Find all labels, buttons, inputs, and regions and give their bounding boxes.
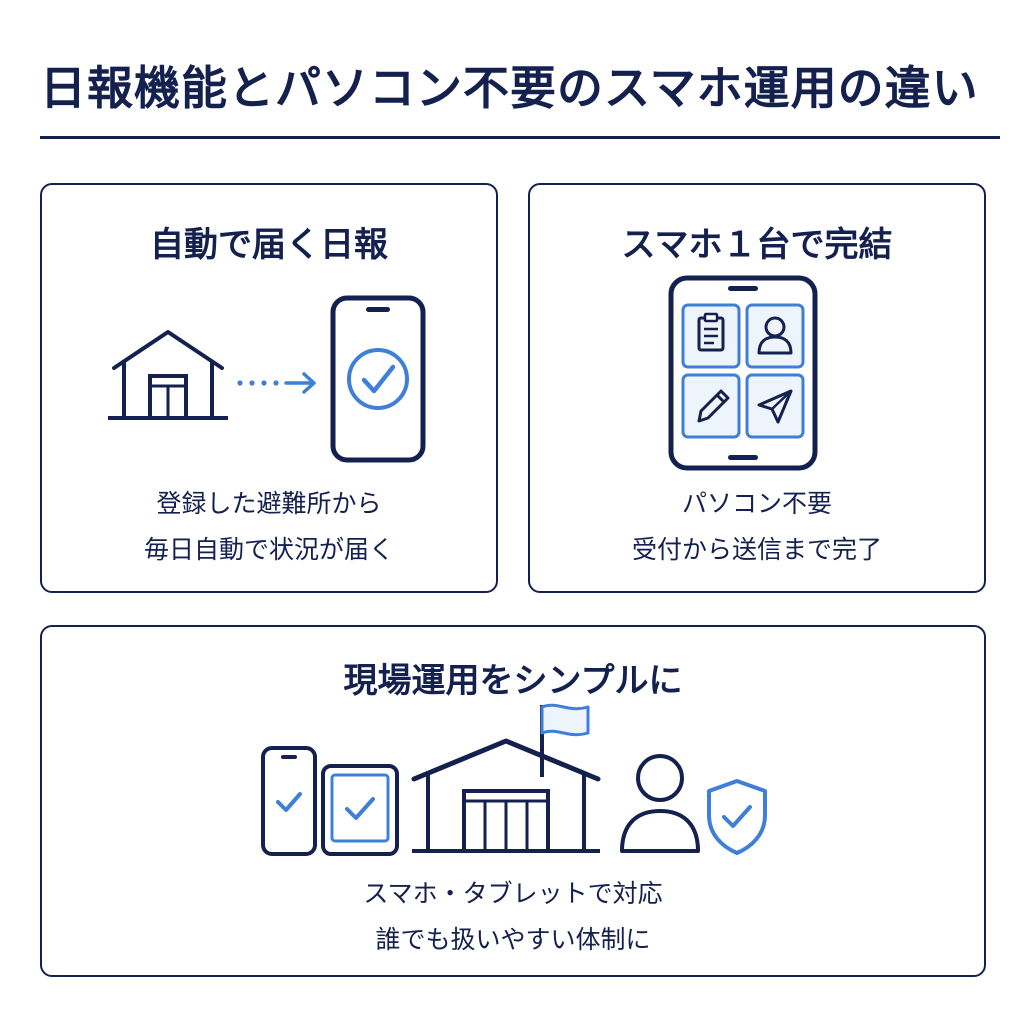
person-icon bbox=[757, 316, 793, 355]
shield-check-icon bbox=[707, 779, 767, 855]
description-line: 登録した避難所から bbox=[156, 489, 382, 518]
flag-icon bbox=[540, 703, 590, 737]
card-description: スマホ・タブレットで対応 誰でも扱いやすい体制に bbox=[42, 871, 984, 963]
card-title: 自動で届く日報 bbox=[150, 225, 388, 265]
description-line: パソコン不要 bbox=[681, 489, 832, 518]
card-description: 登録した避難所から 毎日自動で状況が届く bbox=[42, 481, 496, 573]
description-line: 毎日自動で状況が届く bbox=[143, 535, 394, 564]
arrow-right-icon bbox=[237, 372, 316, 394]
smartphone-only-card: スマホ１台で完結 パソコン不要 受付から送信まで完了 bbox=[528, 183, 986, 593]
simple-operation-card: 現場運用をシンプルに スマホ・タブレットで対応 誰でも扱いやすい体制に bbox=[40, 625, 986, 977]
card-title: スマホ１台で完結 bbox=[621, 225, 893, 265]
description-line: 受付から送信まで完了 bbox=[631, 535, 882, 564]
person-icon bbox=[620, 754, 700, 853]
daily-report-card: 自動で届く日報 登録した避難所から 毎日自動で状況が届く bbox=[40, 183, 498, 593]
shelter-building-icon bbox=[108, 330, 228, 420]
card-title: 現場運用をシンプルに bbox=[343, 661, 683, 701]
smartphone-check-icon bbox=[330, 295, 426, 463]
shelter-flag-icon bbox=[411, 703, 601, 853]
send-icon bbox=[757, 389, 793, 424]
description-line: 誰でも扱いやすい体制に bbox=[375, 925, 651, 954]
pencil-icon bbox=[697, 389, 730, 423]
page-title: 日報機能とパソコン不要のスマホ運用の違い bbox=[40, 61, 979, 115]
title-divider bbox=[40, 136, 1000, 139]
tablet-check-icon bbox=[321, 764, 399, 856]
description-line: スマホ・タブレットで対応 bbox=[363, 879, 663, 908]
smartphone-check-icon bbox=[261, 746, 317, 856]
clipboard-icon bbox=[697, 312, 725, 352]
tablet-icon bbox=[668, 275, 818, 471]
card-description: パソコン不要 受付から送信まで完了 bbox=[530, 481, 984, 573]
